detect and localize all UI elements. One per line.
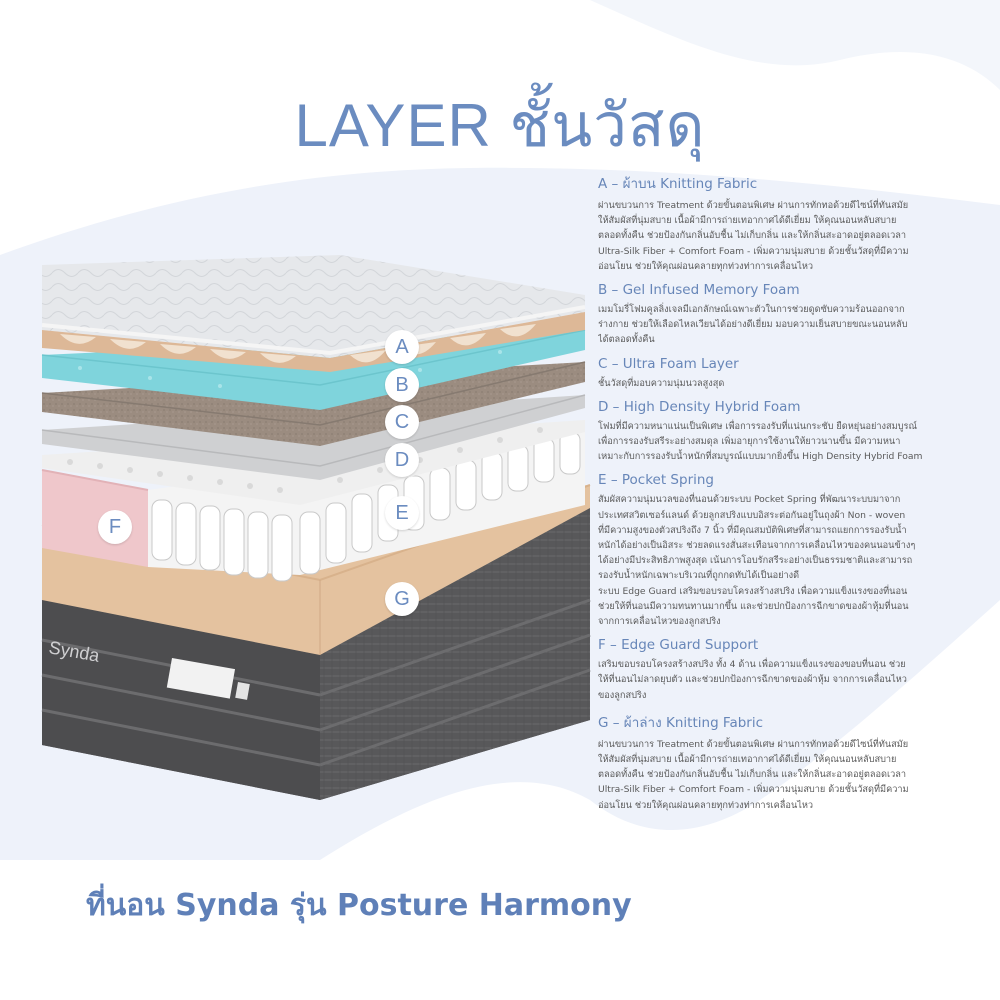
body-line: อ่อนโยน ช่วยให้คุณผ่อนคลายทุกท่วงท่าการเ…	[598, 799, 814, 811]
body-line: เหมาะกับการรองรับน้ำหนักที่สมบูรณ์แบบมาก…	[598, 451, 923, 463]
body-line: ประเทศสวิตเซอร์แลนด์ ด้วยลูกสปริงแบบอิสร…	[598, 509, 906, 521]
body-line: เสริมขอบรอบโครงสร้างสปริง ทั้ง 4 ด้าน เพ…	[598, 659, 906, 671]
body-line: ร่างกาย ช่วยให้เลือดไหลเวียนได้อย่างดีเย…	[598, 319, 908, 331]
body-line: ให้สัมผัสที่นุ่มสบาย เนื้อผ้ามีการถ่ายเท…	[598, 754, 897, 766]
layer-descriptions: A – ผ้าบน Knitting Fabric ผ่านขบวนการ Tr…	[598, 172, 960, 821]
layer-g-description: G – ผ้าล่าง Knitting Fabric ผ่านขบวนการ …	[598, 711, 960, 813]
layer-b-description: B – Gel Infused Memory Foam เมมโมรี่โฟมค…	[598, 282, 960, 348]
body-line: โฟมที่มีความหนาแน่นเป็นพิเศษ เพื่อการรอง…	[598, 420, 917, 432]
body-line: รองรับน้ำหนักเฉพาะบริเวณที่ถูกกดทับได้เป…	[598, 570, 800, 582]
layer-e-heading: E – Pocket Spring	[598, 472, 714, 489]
callout-g: G	[385, 582, 419, 616]
layer-d-description: D – High Density Hybrid Foam โฟมที่มีควา…	[598, 399, 960, 465]
callout-f: F	[98, 510, 132, 544]
callout-b: B	[385, 368, 419, 402]
product-title: ที่นอน Synda รุ่น Posture Harmony	[86, 888, 632, 923]
body-line: อ่อนโยน ช่วยให้คุณผ่อนคลายทุกท่วงท่าการเ…	[598, 260, 814, 272]
page-title: LAYER ชั้นวัสดุ	[294, 92, 706, 159]
body-line: ผ่านขบวนการ Treatment ด้วยขั้นตอนพิเศษ ผ…	[598, 738, 909, 750]
body-line: ผ่านขบวนการ Treatment ด้วยขั้นตอนพิเศษ ผ…	[598, 200, 909, 211]
layer-d-heading: D – High Density Hybrid Foam	[598, 398, 801, 415]
body-line: ให้ที่นอนไม่ลาดยุบตัว และช่วยปกป้องการฉี…	[598, 674, 907, 686]
layer-f-heading: F – Edge Guard Support	[598, 637, 759, 654]
callout-a: A	[385, 330, 419, 364]
callout-e: E	[385, 496, 419, 530]
body-line: จากการเคลื่อนไหวของลูกสปริง	[598, 616, 721, 628]
body-line: เมมโมรี่โฟมคูลลิ่งเจลมีเอกลักษณ์เฉพาะตัว…	[598, 304, 905, 316]
body-line: Ultra-Silk Fiber + Comfort Foam - เพิ่มค…	[598, 245, 909, 257]
layer-a-description: A – ผ้าบน Knitting Fabric ผ่านขบวนการ Tr…	[598, 172, 960, 274]
layer-c-heading: C – Ultra Foam Layer	[598, 355, 739, 372]
body-line: หนักได้อย่างเป็นอิสระ ช่วยลดแรงสั่นสะเทื…	[598, 540, 916, 552]
body-line: ที่มีความสูงของตัวสปริงถึง 7 นิ้ว ที่มีค…	[598, 524, 907, 536]
body-line: เพื่อการรองรับสรีระอย่างสมดุล เพิ่มอายุก…	[598, 436, 901, 448]
edge-guard-f	[42, 470, 148, 567]
callout-c: C	[385, 405, 419, 439]
layer-f-description: F – Edge Guard Support เสริมขอบรอบโครงสร…	[598, 637, 960, 703]
body-line: ของลูกสปริง	[598, 689, 647, 701]
body-line: Ultra-Silk Fiber + Comfort Foam - เพิ่มค…	[598, 784, 909, 796]
layer-c-description: C – Ultra Foam Layer ชั้นวัสดุที่มอบความ…	[598, 356, 960, 391]
layer-e-description: E – Pocket Spring สัมผัสความนุ่มนวลของที…	[598, 472, 960, 629]
body-line: ให้สัมผัสที่นุ่มสบาย เนื้อผ้ามีการถ่ายเท…	[598, 215, 897, 227]
body-line: ตลอดทั้งคืน ช่วยป้องกันกลิ่นอับชื้น ไม่เ…	[598, 230, 907, 242]
layer-b-heading: B – Gel Infused Memory Foam	[598, 282, 800, 299]
body-line: ช่วยให้ที่นอนมีความทนทานมากขึ้น และช่วยป…	[598, 600, 909, 612]
body-line: ชั้นวัสดุที่มอบความนุ่มนวลสูงสุด	[598, 377, 725, 389]
callout-d: D	[385, 443, 419, 477]
layer-g-heading: G – ผ้าล่าง Knitting Fabric	[598, 714, 764, 731]
body-line: สัมผัสความนุ่มนวลของที่นอนด้วยระบบ Pocke…	[598, 494, 901, 506]
body-line: ระบบ Edge Guard เสริมขอบรอบโครงสร้างสปริ…	[598, 585, 908, 597]
body-line: ได้อย่างมีประสิทธิภาพสูงสุด เน้นการโอบรั…	[598, 555, 913, 567]
body-line: ได้ตลอดทั้งคืน	[598, 334, 655, 346]
body-line: ตลอดทั้งคืน ช่วยป้องกันกลิ่นอับชื้น ไม่เ…	[598, 769, 907, 781]
layer-a-heading: A – ผ้าบน Knitting Fabric	[598, 176, 758, 192]
